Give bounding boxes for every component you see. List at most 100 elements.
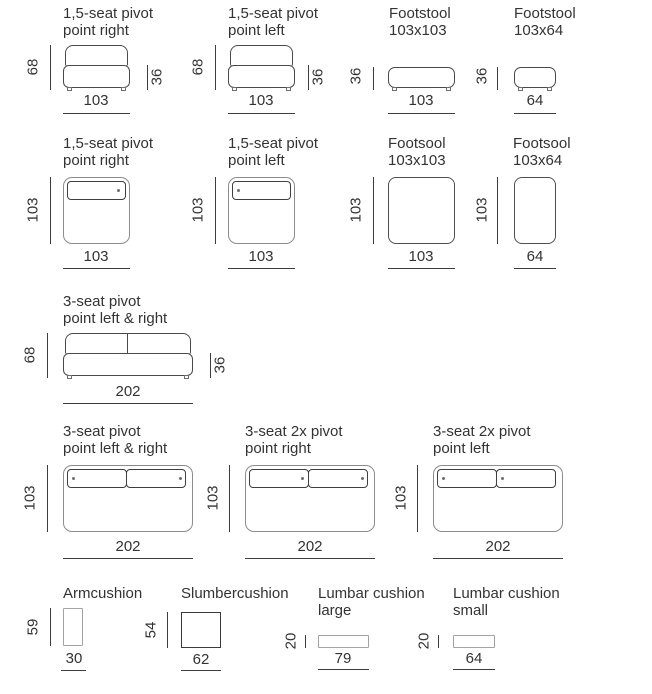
backrest-divider <box>127 334 128 354</box>
height-dim-line <box>438 635 439 648</box>
height-dim-line <box>215 177 216 244</box>
backrest-cushion-right <box>308 469 368 488</box>
height-dim-label: 103 <box>189 197 207 223</box>
item-title: 1,5-seat pivot point right <box>63 5 154 39</box>
side-dim-line <box>308 65 309 90</box>
width-dim-label: 202 <box>115 538 141 555</box>
sofa-backrest <box>65 333 191 355</box>
height-dim-label: 54 <box>142 621 160 639</box>
height-dim-label: 103 <box>392 485 410 511</box>
height-dim-line <box>305 635 306 648</box>
height-dim-label: 103 <box>347 197 365 223</box>
sofa-backrest <box>65 45 128 67</box>
width-dim-label: 103 <box>83 92 109 109</box>
footstool-foot-right <box>446 87 451 91</box>
width-dim-line <box>181 670 221 671</box>
height-dim-label: 103 <box>204 485 222 511</box>
backrest-cushion-left <box>67 469 127 488</box>
footstool-seat <box>388 67 455 88</box>
height-dim-label: 68 <box>24 58 42 76</box>
width-dim-line <box>318 669 369 670</box>
width-dim-line <box>63 403 193 404</box>
footstool-top-outline <box>388 177 455 244</box>
width-dim-line <box>514 113 556 114</box>
width-dim-label: 62 <box>192 651 210 668</box>
item-title: 3-seat 2x pivot point right <box>245 423 343 457</box>
width-dim-label: 103 <box>83 248 109 265</box>
width-dim-label: 103 <box>408 248 434 265</box>
item-title: 3-seat pivot point left & right <box>63 423 168 457</box>
sofa-foot-left <box>67 375 72 379</box>
width-dim-line <box>63 558 193 559</box>
width-dim-label: 202 <box>297 538 323 555</box>
backrest-cushion <box>67 181 126 200</box>
item-title: Footsool 103x103 <box>388 135 446 169</box>
item-title: Footstool 103x103 <box>389 5 451 39</box>
backrest-cushion-right <box>126 469 186 488</box>
backrest-cushion <box>232 181 291 200</box>
height-dim-line <box>229 465 230 532</box>
height-dim-line <box>417 465 418 532</box>
width-dim-label: 103 <box>248 248 274 265</box>
width-dim-line <box>63 113 130 114</box>
width-dim-line <box>453 669 495 670</box>
item-title: 1,5-seat pivot point right <box>63 135 154 169</box>
height-dim-line <box>497 67 498 90</box>
item-title: Footsool 103x64 <box>513 135 571 169</box>
backrest-cushion-left <box>437 469 497 488</box>
height-dim-label: 20 <box>282 632 300 650</box>
height-dim-line <box>50 45 51 90</box>
pivot-point-dot <box>117 189 120 192</box>
pivot-point-dot <box>301 477 304 480</box>
height-dim-label: 36 <box>347 67 365 85</box>
width-dim-label: 30 <box>65 650 83 667</box>
height-dim-line <box>373 67 374 90</box>
sofa-seat <box>228 65 295 88</box>
item-title: Lumbar cushion small <box>453 585 560 619</box>
pivot-point-dot <box>361 477 364 480</box>
width-dim-line <box>228 268 295 269</box>
sofa-foot-left <box>67 87 72 91</box>
item-title: Lumbar cushion large <box>318 585 425 619</box>
width-dim-line <box>388 113 455 114</box>
width-dim-line <box>245 558 375 559</box>
side-dim-line <box>210 353 211 378</box>
height-dim-label: 103 <box>473 197 491 223</box>
footstool-foot-left <box>518 87 523 91</box>
height-dim-label: 103 <box>21 485 39 511</box>
item-title: Armcushion <box>63 585 143 602</box>
height-dim-label: 68 <box>189 58 207 76</box>
height-dim-line <box>50 608 51 646</box>
width-dim-label: 202 <box>485 538 511 555</box>
sofa-foot-right <box>184 375 189 379</box>
footstool-top-outline <box>514 177 556 244</box>
footstool-seat <box>514 67 556 88</box>
height-dim-line <box>50 177 51 244</box>
item-title: Footstool 103x64 <box>514 5 576 39</box>
sofa-seat <box>63 353 193 376</box>
item-title: 1,5-seat pivot point left <box>228 5 319 39</box>
height-dim-label: 59 <box>24 618 42 636</box>
height-dim-label: 68 <box>21 346 39 364</box>
height-dim-line <box>167 612 168 648</box>
side-dim-line <box>147 65 148 90</box>
height-dim-line <box>215 45 216 90</box>
backrest-cushion-right <box>496 469 556 488</box>
item-title: 1,5-seat pivot point left <box>228 135 319 169</box>
width-dim-line <box>514 268 556 269</box>
side-dim-label: 36 <box>211 356 229 374</box>
item-title: 3-seat pivot point left & right <box>63 293 168 327</box>
slumbercushion-outline <box>181 612 221 648</box>
width-dim-line <box>61 670 86 671</box>
side-dim-label: 36 <box>309 68 327 86</box>
pivot-point-dot <box>442 477 445 480</box>
width-dim-line <box>433 558 563 559</box>
footstool-foot-left <box>392 87 397 91</box>
height-dim-line <box>47 333 48 378</box>
height-dim-label: 20 <box>415 632 433 650</box>
footstool-foot-right <box>547 87 552 91</box>
sofa-backrest <box>230 45 293 67</box>
item-title: 3-seat 2x pivot point left <box>433 423 531 457</box>
pivot-point-dot <box>237 189 240 192</box>
